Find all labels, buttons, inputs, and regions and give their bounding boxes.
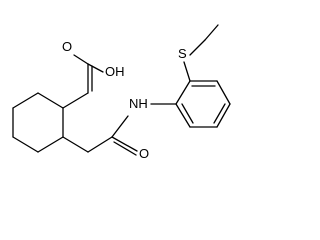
amide-nh-label: NH: [129, 96, 148, 111]
cyclohexane-ring: [12, 92, 64, 153]
amide-c-n-bond-2: [111, 115, 129, 138]
amide-c-o-bond: [111, 136, 138, 152]
ring-bond: [12, 136, 39, 153]
methylthio-group: S: [178, 24, 219, 82]
phenyl-double-inner: [213, 103, 226, 124]
phenyl-bond: [216, 103, 231, 128]
ring-bond: [37, 92, 64, 109]
ring-to-carboxyl-bond: [62, 92, 89, 109]
amide-oxygen-label: O: [139, 146, 149, 161]
methyl-bond: [204, 24, 219, 41]
phenyl-bond: [175, 80, 191, 105]
carboxyl-oxygen-label: O: [62, 39, 72, 54]
molecule-diagram: O OH NH O: [12, 24, 231, 161]
phenyl-bond: [175, 103, 191, 128]
phenyl-double-inner: [181, 103, 194, 124]
amide-group: NH O: [62, 96, 149, 161]
ring-bond: [12, 92, 39, 109]
phenyl-bond: [216, 80, 231, 105]
ring-bond: [37, 136, 64, 153]
carboxylic-acid-group: O OH: [62, 39, 125, 109]
amide-c-n-bond: [87, 136, 113, 153]
structure-canvas: O OH NH O: [12, 24, 231, 161]
carboxyl-c-o-double: [73, 54, 89, 65]
amide-c-o-double-inner: [113, 141, 137, 156]
hydroxyl-label: OH: [105, 64, 125, 79]
ring-to-amide-bond: [62, 136, 89, 153]
sulfur-label: S: [178, 46, 187, 61]
carboxyl-c-oh-bond: [87, 63, 104, 73]
sulfur-to-methyl-bond: [189, 39, 206, 56]
phenyl-ring: [150, 80, 231, 128]
ring-to-sulfur-bond: [183, 61, 191, 82]
